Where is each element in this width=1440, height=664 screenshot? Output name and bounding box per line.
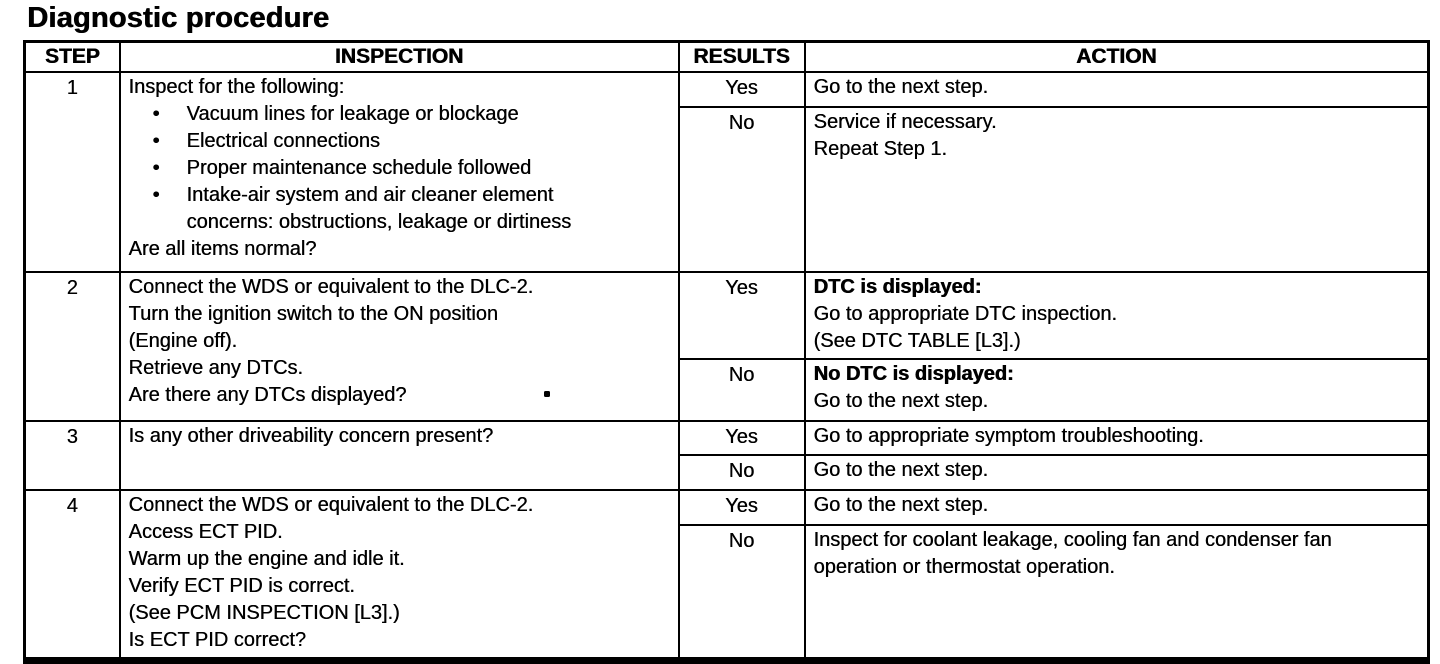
inspection-line: Are there any DTCs displayed? — [129, 382, 670, 409]
result-cell: No — [677, 358, 806, 422]
result-cell: No — [677, 524, 806, 662]
bullet-icon: • — [152, 157, 160, 179]
inspection-line: Access ECT PID. — [128, 521, 283, 543]
action-cell: Go to the next step. — [803, 488, 1430, 527]
scan-artifact-dot — [544, 391, 551, 397]
action-line: Service if necessary. — [813, 111, 997, 133]
inspection-cell: Connect the WDS or equivalent to the DLC… — [118, 489, 680, 662]
inspection-bullet-item: • Intake-air system and air cleaner elem… — [153, 182, 670, 236]
inspection-bullet-item: • Proper maintenance schedule followed — [153, 155, 670, 182]
bullet-icon: • — [152, 130, 160, 152]
column-header-step: STEP — [23, 40, 121, 73]
column-header-action: ACTION — [803, 40, 1430, 73]
action-cell: Go to the next step. — [803, 71, 1430, 108]
table-row-step3-no: No Go to the next step. — [25, 454, 1430, 491]
step-number-cell: 1 — [23, 71, 121, 273]
inspection-line: Retrieve any DTCs. — [128, 357, 304, 379]
action-line: Go to the next step. — [813, 390, 989, 412]
diagnostic-procedure-table: STEP INSPECTION RESULTS ACTION 1 Inspect… — [23, 40, 1430, 664]
action-line: Repeat Step 1. — [813, 138, 947, 160]
step-number-cell: 2 — [23, 271, 121, 422]
inspection-question: Are all items normal? — [128, 238, 317, 260]
column-header-results: RESULTS — [677, 40, 806, 73]
inspection-line: Connect the WDS or equivalent to the DLC… — [128, 494, 534, 516]
inspection-cell: Connect the WDS or equivalent to the DLC… — [118, 271, 680, 422]
result-cell: Yes — [677, 420, 806, 456]
inspection-bullet-item: • Vacuum lines for leakage or blockage — [153, 101, 670, 128]
action-line: (See DTC TABLE [L3].) — [813, 330, 1021, 352]
page-title: Diagnostic procedure — [27, 2, 330, 34]
inspection-line: Connect the WDS or equivalent to the DLC… — [128, 276, 534, 298]
action-line: Go to the next step. — [813, 494, 989, 516]
action-cell: Service if necessary. Repeat Step 1. — [803, 106, 1430, 273]
action-cell: Go to appropriate symptom troubleshootin… — [803, 420, 1430, 456]
result-cell: No — [677, 106, 806, 273]
inspection-bullet-text: Vacuum lines for leakage or blockage — [186, 103, 519, 125]
action-line: Go to the next step. — [813, 76, 989, 98]
inspection-bullet-text: Electrical connections — [186, 130, 380, 152]
inspection-bullet-item: • Electrical connections — [153, 128, 670, 155]
table-row-step1-no: No Service if necessary. Repeat Step 1. — [25, 106, 1430, 273]
result-cell: Yes — [677, 271, 806, 360]
inspection-bullet-text: Proper maintenance schedule followed — [186, 157, 532, 179]
inspection-line: Warm up the engine and idle it. — [128, 548, 405, 570]
action-cell: DTC is displayed: Go to appropriate DTC … — [803, 271, 1430, 360]
action-line: Go to appropriate DTC inspection. — [813, 303, 1118, 325]
column-header-inspection: INSPECTION — [118, 40, 680, 73]
action-cell: Inspect for coolant leakage, cooling fan… — [803, 524, 1430, 662]
action-heading: DTC is displayed: — [813, 276, 982, 298]
inspection-cell: Inspect for the following: • Vacuum line… — [118, 71, 680, 273]
table-row-step4-yes: 4 Connect the WDS or equivalent to the D… — [23, 488, 1430, 662]
table-row-step3-yes: 3 Is any other driveability concern pres… — [23, 420, 1430, 491]
inspection-line: Is ECT PID correct? — [128, 629, 306, 651]
table-row-step2-no: No No DTC is displayed: Go to the next s… — [25, 358, 1430, 422]
result-cell: Yes — [677, 71, 806, 108]
bullet-icon: • — [152, 184, 160, 206]
inspection-line: Is any other driveability concern presen… — [128, 425, 494, 447]
result-cell: No — [677, 454, 806, 491]
result-cell: Yes — [677, 488, 806, 527]
step-number-cell: 4 — [23, 489, 121, 662]
inspection-line: (Engine off). — [128, 330, 238, 352]
action-line: Inspect for coolant leakage, cooling fan… — [813, 529, 1332, 579]
action-line: Go to the next step. — [813, 459, 989, 481]
action-heading: No DTC is displayed: — [813, 363, 1014, 385]
inspection-intro: Inspect for the following: — [128, 76, 345, 98]
inspection-line: Verify ECT PID is correct. — [128, 575, 355, 597]
header-row: STEP INSPECTION RESULTS ACTION — [23, 40, 1430, 73]
table-row-step4-no: No Inspect for coolant leakage, cooling … — [25, 524, 1430, 662]
inspection-cell: Is any other driveability concern presen… — [118, 420, 680, 491]
action-cell: Go to the next step. — [803, 454, 1430, 491]
inspection-line: Turn the ignition switch to the ON posit… — [128, 303, 498, 325]
inspection-bullet-text: Intake-air system and air cleaner elemen… — [186, 184, 572, 233]
action-line: Go to appropriate symptom troubleshootin… — [813, 425, 1204, 447]
table-row-step2-yes: 2 Connect the WDS or equivalent to the D… — [23, 271, 1430, 422]
action-cell: No DTC is displayed: Go to the next step… — [803, 358, 1430, 422]
inspection-line-text: Are there any DTCs displayed? — [128, 384, 407, 406]
bullet-icon: • — [152, 103, 160, 125]
table-row-step1-yes: 1 Inspect for the following: • Vacuum li… — [23, 71, 1430, 273]
inspection-line: (See PCM INSPECTION [L3].) — [128, 602, 400, 624]
step-number-cell: 3 — [23, 420, 121, 491]
